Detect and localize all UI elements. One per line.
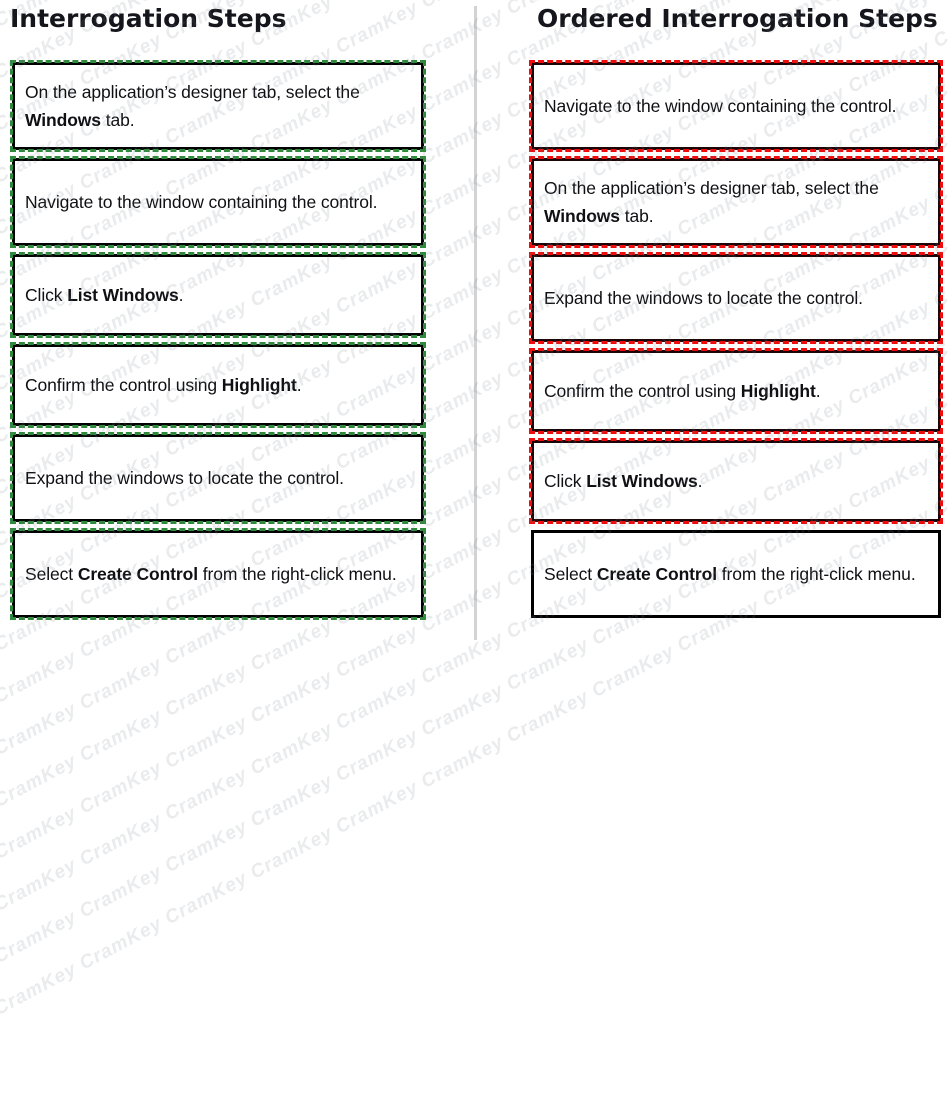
left-panel-title: Interrogation Steps bbox=[10, 4, 287, 33]
left-step-text-3: Click List Windows. bbox=[25, 281, 183, 309]
right-steps-list: Navigate to the window containing the co… bbox=[529, 60, 943, 626]
plain-text: Confirm the control using bbox=[25, 375, 222, 395]
plain-text: Navigate to the window containing the co… bbox=[25, 192, 378, 212]
right-step-text-5: Click List Windows. bbox=[544, 467, 702, 495]
right-step-text-6: Select Create Control from the right-cli… bbox=[544, 560, 916, 588]
emphasis-text: List Windows bbox=[67, 285, 179, 305]
emphasis-text: List Windows bbox=[586, 471, 698, 491]
plain-text: Select bbox=[25, 564, 78, 584]
emphasis-text: Windows bbox=[25, 110, 101, 130]
plain-text: Expand the windows to locate the control… bbox=[25, 468, 344, 488]
right-step-box-5[interactable]: Click List Windows. bbox=[529, 438, 943, 524]
left-step-text-4: Confirm the control using Highlight. bbox=[25, 371, 302, 399]
plain-text: On the application’s designer tab, selec… bbox=[544, 178, 879, 198]
right-step-text-1: Navigate to the window containing the co… bbox=[544, 92, 897, 120]
right-step-box-1[interactable]: Navigate to the window containing the co… bbox=[529, 60, 943, 152]
right-step-text-2: On the application’s designer tab, selec… bbox=[544, 174, 928, 230]
left-steps-list: On the application’s designer tab, selec… bbox=[10, 60, 426, 626]
left-step-box-6[interactable]: Select Create Control from the right-cli… bbox=[10, 528, 426, 620]
left-step-box-1[interactable]: On the application’s designer tab, selec… bbox=[10, 60, 426, 152]
plain-text: Click bbox=[544, 471, 587, 491]
panel-divider bbox=[474, 6, 477, 640]
emphasis-text: Windows bbox=[544, 206, 620, 226]
left-step-text-2: Navigate to the window containing the co… bbox=[25, 188, 378, 216]
plain-text: Expand the windows to locate the control… bbox=[544, 288, 863, 308]
right-step-box-3[interactable]: Expand the windows to locate the control… bbox=[529, 252, 943, 344]
right-panel-title: Ordered Interrogation Steps bbox=[537, 4, 938, 33]
emphasis-text: Create Control bbox=[596, 564, 717, 584]
right-panel: Ordered Interrogation Steps Navigate to … bbox=[475, 0, 948, 646]
plain-text: Click bbox=[25, 285, 68, 305]
right-step-text-4: Confirm the control using Highlight. bbox=[544, 377, 821, 405]
left-step-box-5[interactable]: Expand the windows to locate the control… bbox=[10, 432, 426, 524]
left-step-box-2[interactable]: Navigate to the window containing the co… bbox=[10, 156, 426, 248]
left-step-text-5: Expand the windows to locate the control… bbox=[25, 464, 344, 492]
plain-text: tab. bbox=[619, 206, 654, 226]
right-step-box-4[interactable]: Confirm the control using Highlight. bbox=[529, 348, 943, 434]
plain-text: tab. bbox=[100, 110, 135, 130]
emphasis-text: Highlight bbox=[740, 381, 816, 401]
plain-text: . bbox=[178, 285, 184, 305]
left-step-text-6: Select Create Control from the right-cli… bbox=[25, 560, 397, 588]
plain-text: On the application’s designer tab, selec… bbox=[25, 82, 360, 102]
left-panel: Interrogation Steps On the application’s… bbox=[0, 0, 475, 646]
plain-text: from the right-click menu. bbox=[716, 564, 916, 584]
left-step-box-3[interactable]: Click List Windows. bbox=[10, 252, 426, 338]
plain-text: . bbox=[697, 471, 703, 491]
comparison-page: Interrogation Steps On the application’s… bbox=[0, 0, 948, 646]
right-step-box-6[interactable]: Select Create Control from the right-cli… bbox=[531, 530, 941, 618]
plain-text: Confirm the control using bbox=[544, 381, 741, 401]
plain-text: . bbox=[815, 381, 821, 401]
right-step-text-3: Expand the windows to locate the control… bbox=[544, 284, 863, 312]
plain-text: . bbox=[296, 375, 302, 395]
left-step-box-4[interactable]: Confirm the control using Highlight. bbox=[10, 342, 426, 428]
plain-text: Navigate to the window containing the co… bbox=[544, 96, 897, 116]
left-step-text-1: On the application’s designer tab, selec… bbox=[25, 78, 411, 134]
emphasis-text: Create Control bbox=[77, 564, 198, 584]
emphasis-text: Highlight bbox=[221, 375, 297, 395]
right-step-box-2[interactable]: On the application’s designer tab, selec… bbox=[529, 156, 943, 248]
plain-text: Select bbox=[544, 564, 597, 584]
plain-text: from the right-click menu. bbox=[197, 564, 397, 584]
